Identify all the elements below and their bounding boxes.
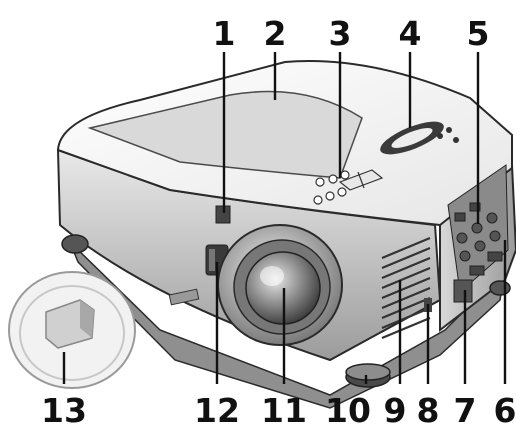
callout-13: 13	[41, 391, 87, 430]
callout-1: 1	[213, 14, 236, 53]
callout-2: 2	[264, 14, 287, 53]
control-panel	[313, 169, 384, 205]
lens	[217, 224, 343, 346]
indicator-panel	[380, 121, 459, 155]
callout-10: 10	[325, 391, 371, 430]
callout-8: 8	[417, 391, 440, 430]
terminal-panel	[447, 164, 509, 293]
callout-9: 9	[384, 391, 407, 430]
ac-input	[453, 279, 473, 303]
callout-4: 4	[399, 14, 422, 53]
callout-3: 3	[329, 14, 352, 53]
callout-11: 11	[261, 391, 307, 430]
callout-6: 6	[494, 391, 516, 430]
lens-cap	[8, 271, 136, 389]
callout-numbers: 1 2 3 4 5 6 7 8 9 10 11 12 13	[41, 14, 516, 430]
callout-12: 12	[194, 391, 240, 430]
callout-5: 5	[467, 14, 490, 53]
side-vent	[381, 236, 431, 340]
leader-lines	[62, 52, 507, 384]
front-slot	[168, 288, 200, 306]
callout-7: 7	[454, 391, 477, 430]
